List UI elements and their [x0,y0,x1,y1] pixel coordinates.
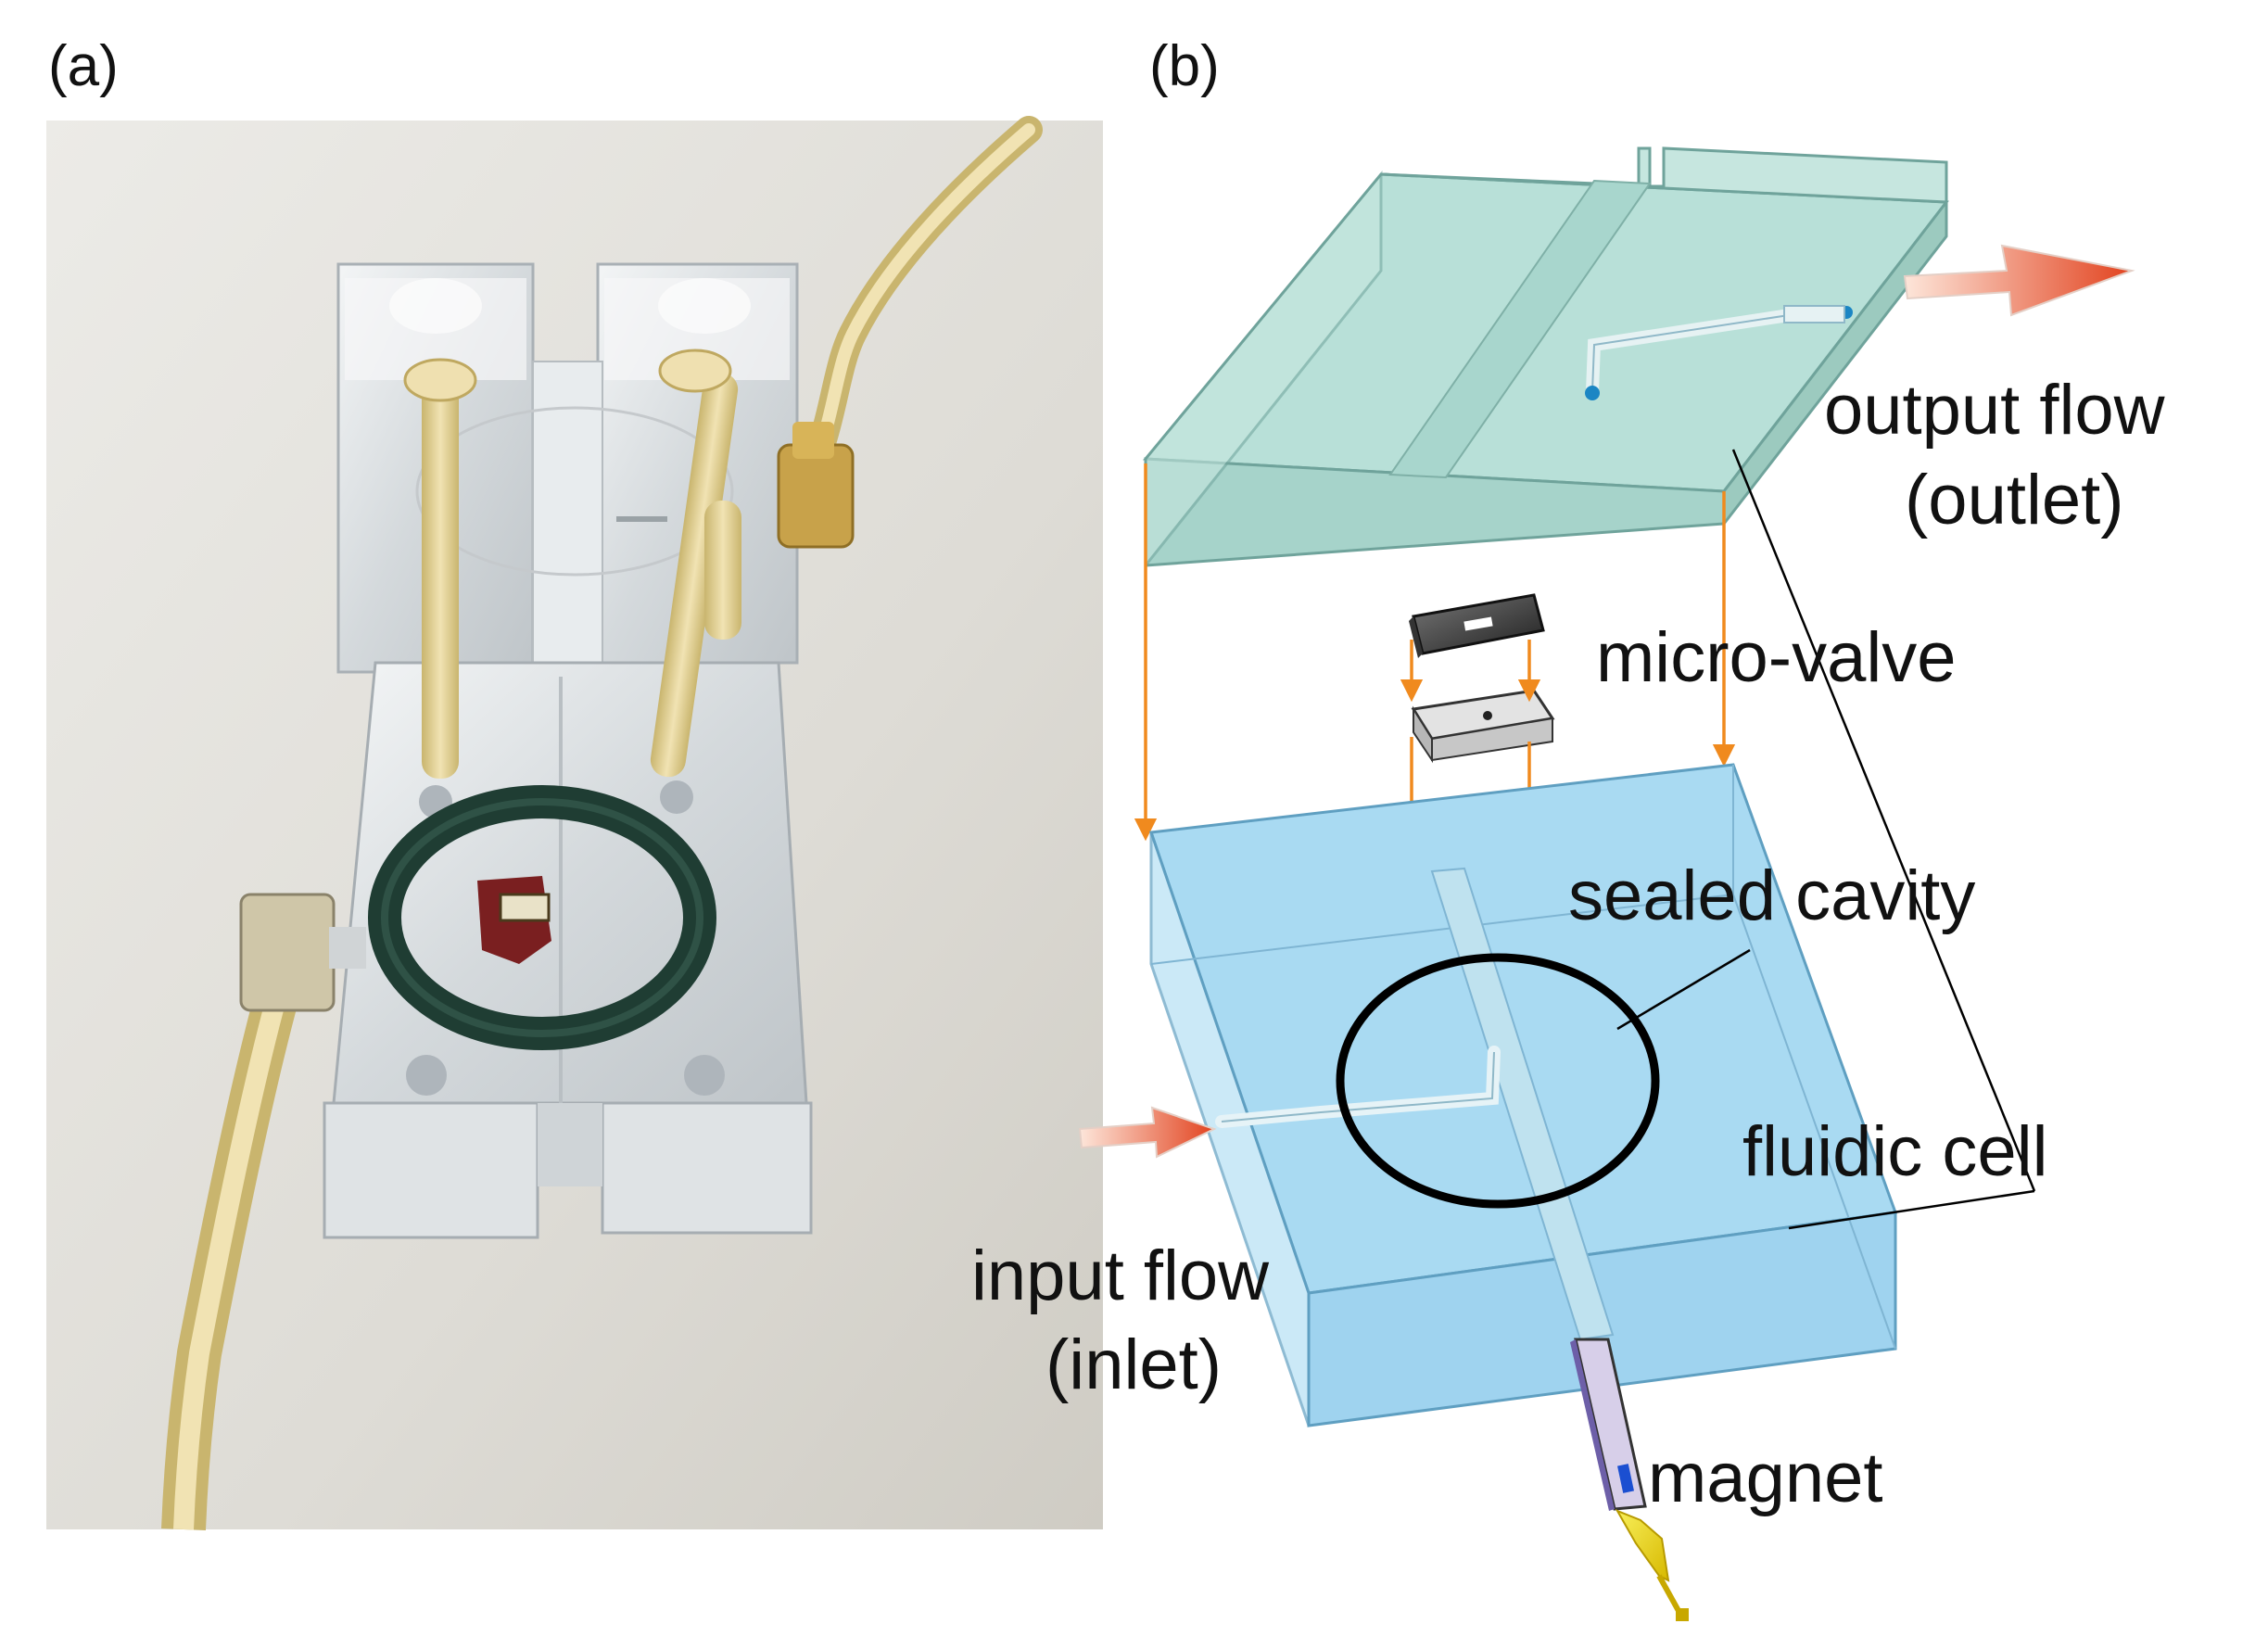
leader-lines [1616,449,2036,1230]
input-flow-label: input flow [971,1237,1270,1315]
sealed-cavity-label: sealed cavity [1568,856,1975,935]
output-flow-arrow [1903,244,2135,317]
inlet-tubing [161,893,366,1530]
magnet-drive-arrow [1615,1509,1689,1621]
leader-output [1731,449,2036,1192]
sealed-cavity-ring [1336,953,1660,1209]
panel-b-label: (b) [1149,34,1220,98]
outlet-tubing [777,116,1043,549]
photo-panel [46,116,1103,1530]
micro-valve-label: micro-valve [1596,618,1957,697]
fluidic-cell-label: fluidic cell [1742,1112,2047,1191]
panel-a-label: (a) [48,34,119,98]
top-cover [1142,146,1949,570]
magnet-label: magnet [1648,1439,1883,1517]
magnet [1570,1338,1647,1511]
output-outlet-label: (outlet) [1905,461,2124,539]
input-inlet-label: (inlet) [1045,1326,1222,1404]
schematic-panel [1078,146,2135,1621]
leader-sealed-cavity [1616,948,1751,1031]
fluidic-cell [1148,763,1898,1427]
input-flow-arrow [1078,1106,1217,1159]
o-ring-assembly [368,785,716,1050]
output-flow-label: output flow [1824,371,2166,450]
leader-fluidic-cell [1788,1189,2035,1230]
vertical-tubes [403,349,741,779]
micro-valve-parts [1409,593,1555,764]
